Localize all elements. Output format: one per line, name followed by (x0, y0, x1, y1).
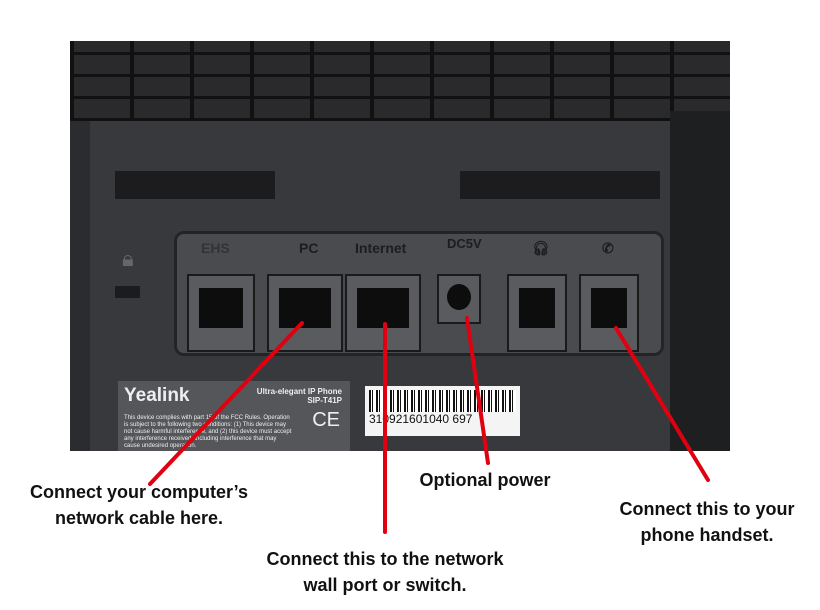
handset (670, 111, 730, 451)
power-callout: Optional power (400, 467, 570, 493)
phone-back-photo: 🔒︎ EHS PC Internet DC5V 🎧︎ ✆ Yealink Ult… (70, 41, 730, 451)
handset-callout: Connect this to your phone handset. (596, 496, 818, 548)
mount-slot (115, 171, 275, 199)
pc-callout: Connect your computer’s network cable he… (8, 479, 270, 531)
pc-port (267, 274, 343, 352)
ehs-label: EHS (201, 240, 230, 256)
port-panel: EHS PC Internet DC5V 🎧︎ ✆ (174, 231, 664, 356)
pc-callout-line (148, 321, 304, 486)
internet-callout: Connect this to the network wall port or… (235, 546, 535, 598)
lock-icon: 🔒︎ (122, 246, 134, 271)
headset-icon: 🎧︎ (532, 240, 550, 256)
brand: Yealink (124, 385, 190, 406)
handset-callout-line1: Connect this to your (619, 499, 795, 519)
pc-callout-line2: network cable here. (54, 508, 224, 528)
dc5v-label: DC5V (447, 236, 482, 251)
power-callout-line1: Optional power (419, 470, 551, 490)
power-callout-line (465, 316, 490, 465)
serial-number: 310921601040 697 (369, 412, 473, 426)
stand-grille (70, 41, 730, 121)
model-name: Ultra-elegant IP Phone (256, 387, 342, 396)
internet-callout-line2: wall port or switch. (303, 575, 467, 595)
pc-callout-line1: Connect your computer’s (29, 482, 249, 502)
handset-icon: ✆ (602, 240, 614, 256)
ehs-port (187, 274, 255, 352)
ce-mark: CE (312, 409, 340, 431)
pc-label: PC (299, 240, 319, 256)
handset-port (579, 274, 639, 352)
mount-slot (460, 171, 660, 199)
handset-callout-line2: phone handset. (640, 525, 774, 545)
lock-slot (115, 286, 140, 298)
handset-callout-line (614, 326, 710, 482)
model-number: SIP-T41P (307, 396, 342, 405)
serial-barcode: 310921601040 697 (365, 386, 520, 436)
headset-port (507, 274, 567, 352)
internet-label: Internet (355, 240, 407, 256)
power-port (437, 274, 481, 324)
internet-callout-line1: Connect this to the network (266, 549, 504, 569)
